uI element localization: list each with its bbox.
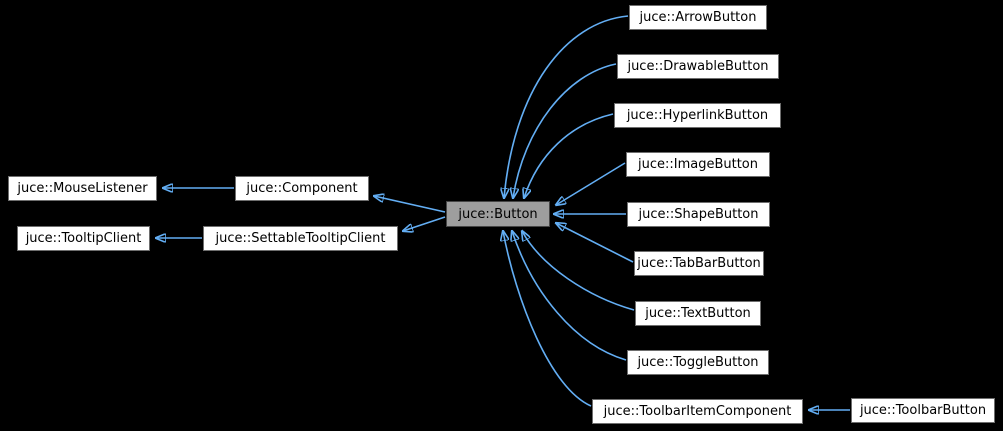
class-node-juce-shapebutton[interactable]: juce::ShapeButton xyxy=(627,202,770,227)
edge-drawablebutton-to-button xyxy=(513,63,617,198)
class-node-label: juce::ImageButton xyxy=(637,157,758,172)
class-node-label: juce::HyperlinkButton xyxy=(626,108,769,123)
class-node-juce-drawablebutton[interactable]: juce::DrawableButton xyxy=(617,54,779,79)
class-node-juce-togglebutton[interactable]: juce::ToggleButton xyxy=(627,350,769,375)
edge-textbutton-to-button xyxy=(522,231,635,311)
edge-togglebutton-to-button xyxy=(512,231,627,361)
class-node-juce-textbutton[interactable]: juce::TextButton xyxy=(635,301,761,326)
class-node-juce-mouselistener[interactable]: juce::MouseListener xyxy=(8,176,157,201)
class-node-label: juce::Button xyxy=(458,206,538,222)
class-node-label: juce::ToolbarButton xyxy=(859,403,987,418)
class-node-label: juce::MouseListener xyxy=(17,181,148,196)
class-node-juce-hyperlinkbutton[interactable]: juce::HyperlinkButton xyxy=(614,103,781,128)
edge-hyperlinkbutton-to-button xyxy=(524,113,614,198)
class-node-juce-imagebutton[interactable]: juce::ImageButton xyxy=(626,152,770,177)
class-node-label: juce::TextButton xyxy=(645,306,751,321)
edge-arrowbutton-to-button xyxy=(504,15,629,198)
class-node-label: juce::ToggleButton xyxy=(637,355,759,370)
class-node-juce-button-current: juce::Button xyxy=(446,201,550,227)
class-node-label: juce::ArrowButton xyxy=(639,10,757,25)
edge-toolbaritemcomponent-to-button xyxy=(503,231,592,407)
edge-tabbarbutton-to-button xyxy=(556,223,634,263)
class-node-juce-component[interactable]: juce::Component xyxy=(235,176,369,201)
class-node-label: juce::TabBarButton xyxy=(637,256,761,271)
class-node-label: juce::TooltipClient xyxy=(25,231,142,246)
edge-button-to-component xyxy=(374,196,446,213)
class-node-label: juce::ToolbarItemComponent xyxy=(603,404,792,419)
class-node-label: juce::DrawableButton xyxy=(627,59,769,74)
class-node-juce-tabbarbutton[interactable]: juce::TabBarButton xyxy=(634,251,764,276)
edge-button-to-settabletooltipclient xyxy=(403,216,446,231)
class-node-label: juce::SettableTooltipClient xyxy=(215,231,386,246)
class-node-label: juce::Component xyxy=(246,181,358,196)
class-node-juce-arrowbutton[interactable]: juce::ArrowButton xyxy=(629,5,767,30)
class-node-label: juce::ShapeButton xyxy=(638,207,759,222)
class-node-juce-settabletooltipclient[interactable]: juce::SettableTooltipClient xyxy=(203,226,398,251)
class-node-juce-toolbaritemcomponent[interactable]: juce::ToolbarItemComponent xyxy=(592,399,803,424)
edge-imagebutton-to-button xyxy=(556,162,626,205)
class-node-juce-tooltipclient[interactable]: juce::TooltipClient xyxy=(17,226,150,251)
class-node-juce-toolbarbutton[interactable]: juce::ToolbarButton xyxy=(851,398,995,423)
